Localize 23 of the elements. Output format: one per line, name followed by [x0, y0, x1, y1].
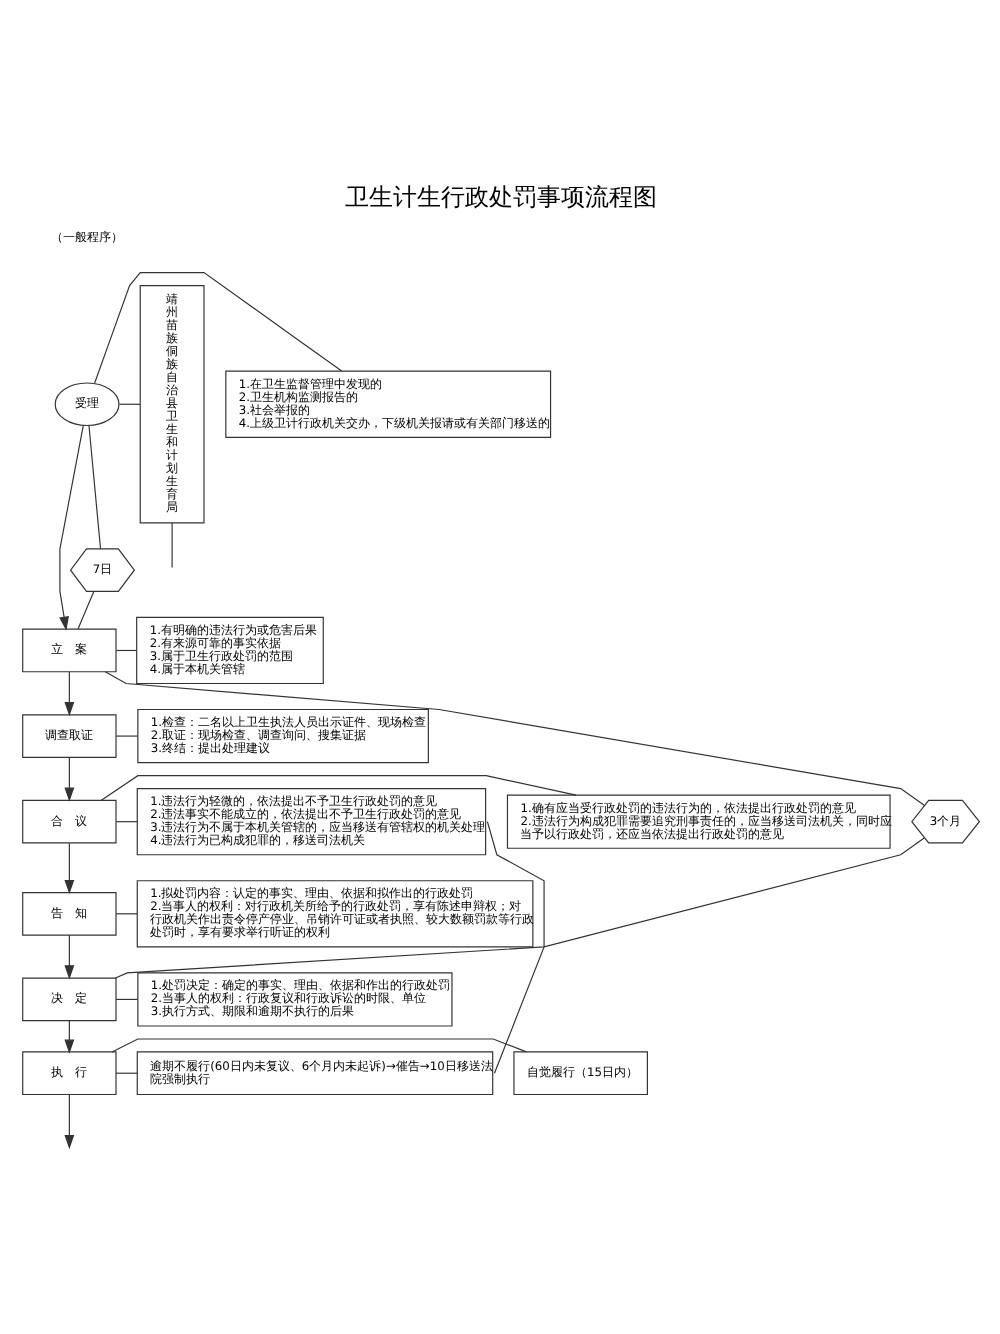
arrow	[63, 934, 74, 980]
connector	[110, 1038, 526, 1053]
connector	[114, 1072, 137, 1074]
arrow	[58, 424, 83, 631]
connector	[117, 403, 140, 405]
connector	[93, 272, 342, 384]
arrow	[63, 756, 74, 802]
connector	[76, 591, 94, 630]
arrow	[63, 671, 74, 717]
connector	[114, 998, 138, 1000]
connector	[114, 821, 137, 823]
connector	[113, 837, 924, 979]
arrow	[63, 1020, 74, 1054]
connector	[114, 913, 137, 915]
connector	[114, 649, 136, 652]
connector	[114, 735, 138, 737]
arrow	[63, 1094, 74, 1150]
arrow	[63, 842, 74, 895]
connector	[87, 424, 101, 550]
connector	[103, 671, 924, 806]
diagram-title: 卫生计生行政处罚事项流程图	[343, 183, 656, 212]
connector	[99, 775, 576, 801]
connector	[170, 522, 172, 569]
